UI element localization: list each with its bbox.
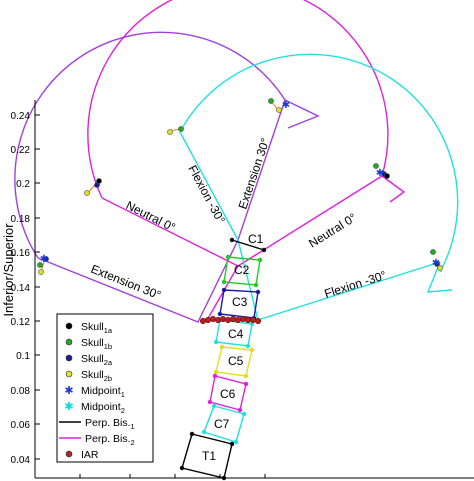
y-tick-label: 0.24 xyxy=(11,111,31,122)
vertebra-label-c5: C5 xyxy=(228,354,244,368)
label-neutral-left: Neutral 0° xyxy=(124,198,178,235)
skull-markers xyxy=(37,98,443,275)
legend-item: ✱ Midpoint2 xyxy=(64,401,124,415)
legend-label: Skull2a xyxy=(81,353,113,367)
vertebra-label-t1: T1 xyxy=(202,449,216,463)
label-neutral-right: Neutral 0° xyxy=(306,210,359,250)
legend-label: IAR xyxy=(81,449,99,461)
y-tick-labels: 0.24 0.22 0.2 0.18 0.16 0.14 0.12 0.1 0.… xyxy=(11,111,31,466)
vertebra-label-c4: C4 xyxy=(228,327,244,341)
vertebra-c1-line xyxy=(231,239,265,251)
label-flexion-right: Flexion -30° xyxy=(323,268,389,301)
legend-item: ✱ Midpoint1 xyxy=(64,385,124,399)
legend-label: Midpoint2 xyxy=(81,401,125,415)
motion-labels: Extension 30° Neutral 0° Flexion -30° Ex… xyxy=(89,136,388,302)
legend-label: Skull1a xyxy=(81,321,113,335)
svg-text:✱: ✱ xyxy=(40,254,48,265)
cyan-tip-flag xyxy=(426,261,453,293)
legend-item: IAR xyxy=(65,449,99,461)
cyan-flexion-upper xyxy=(179,131,259,321)
vertebra-label-c6: C6 xyxy=(220,387,236,401)
legend-label: Skull1b xyxy=(81,337,112,351)
legend-marker-star: ✱ xyxy=(64,401,73,413)
vertebrae xyxy=(181,239,265,479)
purple-tip-flag xyxy=(284,99,320,129)
y-tick-label: 0.2 xyxy=(16,179,30,190)
magenta-down-line xyxy=(205,265,239,323)
arc-magenta xyxy=(87,0,389,199)
vertebra-label-c1: C1 xyxy=(248,232,264,246)
legend-marker-star: ✱ xyxy=(64,385,73,397)
svg-text:✱: ✱ xyxy=(282,100,290,111)
vertebra-label-c3: C3 xyxy=(232,295,248,309)
legend-marker-dot xyxy=(65,322,73,330)
iar-points xyxy=(199,315,262,325)
magenta-neutral-left xyxy=(101,197,239,267)
vertebra-label-c2: C2 xyxy=(234,263,250,277)
legend-item: Skull2a xyxy=(65,353,113,367)
vertebra-labels: C1 C2 C3 C4 C5 C6 C7 T1 xyxy=(202,232,264,463)
y-tick-label: 0.08 xyxy=(11,386,31,397)
legend-label: Perp. Bis.2 xyxy=(85,433,135,447)
legend-marker-dot xyxy=(65,450,73,458)
arc-purple xyxy=(14,31,286,259)
arc-cyan xyxy=(179,53,459,273)
legend-item: Perp. Bis.2 xyxy=(59,433,135,447)
svg-text:✱: ✱ xyxy=(432,258,440,269)
y-tick-label: 0.14 xyxy=(11,283,31,294)
y-axis-label: Inferior/Superior xyxy=(1,223,16,317)
legend-marker-dot xyxy=(65,370,73,378)
y-tick-label: 0.06 xyxy=(11,420,31,431)
y-tick-label: 0.18 xyxy=(11,214,31,225)
legend-marker-dot xyxy=(65,354,73,362)
magenta-tip-flag xyxy=(381,175,406,203)
y-axis-ticks xyxy=(35,114,266,478)
vertebra-label-c7: C7 xyxy=(214,417,230,431)
svg-text:✱: ✱ xyxy=(376,168,384,179)
purple-extension-line xyxy=(37,99,286,323)
y-tick-label: 0.16 xyxy=(11,248,31,259)
cyan-flexion-right xyxy=(257,261,441,321)
legend-label: Skull2b xyxy=(81,369,112,383)
legend-item: Perp. Bis.1 xyxy=(59,417,135,431)
label-extension-upper: Extension 30° xyxy=(236,136,273,211)
legend-item: Skull1b xyxy=(65,337,112,351)
label-flexion-upper: Flexion -30° xyxy=(185,163,228,226)
legend-item: Skull2b xyxy=(65,369,112,383)
legend-label: Midpoint1 xyxy=(81,385,125,399)
y-tick-label: 0.22 xyxy=(11,145,31,156)
legend-item: Skull1a xyxy=(65,321,113,335)
vertebra-dots xyxy=(179,237,267,481)
y-tick-label: 0.12 xyxy=(11,317,31,328)
legend-marker-dot xyxy=(65,338,73,346)
magenta-neutral-right xyxy=(237,175,383,267)
midpoint-stars: ✱ ✱ ✱ ✱ xyxy=(40,100,440,269)
y-tick-label: 0.04 xyxy=(11,455,31,466)
y-tick-label: 0.1 xyxy=(16,351,30,362)
legend-label: Perp. Bis.1 xyxy=(85,417,135,431)
